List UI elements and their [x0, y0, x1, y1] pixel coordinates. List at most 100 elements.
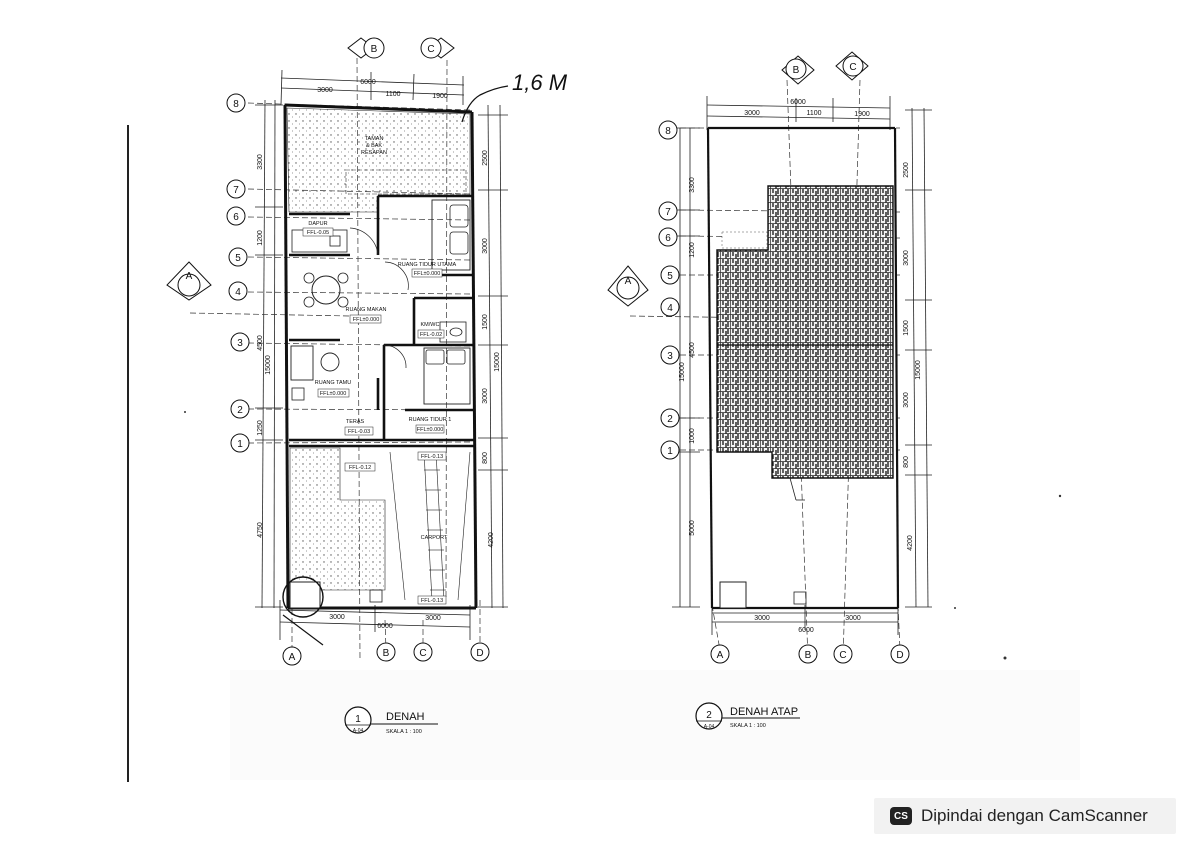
grid-label: 3 [237, 338, 243, 349]
svg-text:3000: 3000 [744, 110, 760, 117]
grid-label: 3 [667, 351, 673, 362]
svg-text:1100: 1100 [806, 110, 821, 117]
svg-text:3000: 3000 [754, 615, 770, 622]
grid-label: 8 [665, 126, 671, 137]
svg-text:15000: 15000 [494, 352, 501, 372]
grid-label: 4 [235, 287, 241, 298]
svg-text:4500: 4500 [689, 342, 696, 358]
grid-label: A [717, 650, 724, 661]
roof-plan: B C A 8 7 6 5 4 3 2 1 [607, 51, 932, 730]
room-label: RUANG TIDUR 1 [409, 417, 452, 423]
room-level: FFL-0.02 [420, 332, 442, 338]
roof-tile-area [716, 185, 894, 479]
grid-label: 5 [667, 271, 673, 282]
svg-text:6000: 6000 [377, 623, 393, 630]
room-label: RUANG TIDUR UTAMA [398, 262, 457, 268]
room-level: FFL±0.000 [353, 317, 380, 323]
plan-title-block: 2 A-04 DENAH ATAP SKALA 1 : 100 [695, 702, 800, 730]
svg-text:5000: 5000 [689, 520, 696, 536]
grid-label: 1 [237, 439, 243, 450]
grid-label: 7 [665, 207, 671, 218]
grid-label: C [849, 62, 856, 73]
svg-text:3000: 3000 [482, 388, 489, 404]
grid-label: 6 [665, 233, 671, 244]
svg-text:3300: 3300 [257, 154, 264, 170]
room-label: & BAK [366, 143, 383, 149]
grid-label: 5 [235, 253, 241, 264]
svg-text:15000: 15000 [679, 362, 686, 382]
room-level: FFL±0.000 [320, 391, 347, 397]
section-marker-b: B [347, 37, 385, 59]
grid-label: 1 [667, 446, 673, 457]
grid-label: 7 [233, 185, 239, 196]
grid-col-bubbles: A B C D [710, 644, 910, 664]
svg-text:6000: 6000 [798, 627, 814, 634]
svg-text:3000: 3000 [317, 87, 333, 94]
watermark-text: Dipindai dengan CamScanner [921, 806, 1148, 825]
plan-scale: SKALA 1 : 100 [730, 723, 766, 729]
svg-text:6000: 6000 [360, 79, 376, 86]
room-label: RESAPAN [361, 150, 387, 156]
svg-text:4200: 4200 [907, 535, 914, 551]
grid-row-bubbles: 8 7 6 5 4 3 2 1 [226, 93, 250, 453]
plan-ref: A-04 [353, 728, 364, 734]
svg-text:3000: 3000 [482, 238, 489, 254]
grid-row-bubbles: 8 7 6 5 4 3 2 1 [658, 120, 680, 460]
grid-col-bubbles: A B C D [282, 642, 490, 666]
svg-text:1200: 1200 [689, 242, 696, 258]
grid-label: 2 [237, 405, 243, 416]
room-level: FFL-0.13 [421, 454, 443, 460]
grid-label: 2 [667, 414, 673, 425]
floor-plan: 1,6 M B C A 8 7 6 5 4 [166, 37, 568, 735]
camscanner-watermark: CS Dipindai dengan CamScanner [874, 798, 1176, 834]
svg-text:2500: 2500 [482, 150, 489, 166]
grid-label: C [839, 650, 846, 661]
handwritten-note: 1,6 M [512, 70, 568, 95]
svg-text:1100: 1100 [385, 91, 400, 98]
room-label: TERAS [346, 419, 365, 425]
plan-ref: A-04 [704, 724, 715, 730]
svg-text:2500: 2500 [903, 162, 910, 178]
plan-number: 1 [355, 714, 361, 725]
room-level: FFL-0.03 [348, 429, 370, 435]
camscanner-logo-icon: CS [890, 807, 912, 825]
grid-label: B [793, 65, 800, 76]
dimension-labels: 6000 3000 1100 1900 6000 3000 3000 3300 … [257, 79, 501, 630]
svg-text:3000: 3000 [903, 392, 910, 408]
svg-text:1900: 1900 [432, 93, 448, 100]
room-level: FFL-0.12 [349, 465, 371, 471]
svg-text:1500: 1500 [903, 320, 910, 336]
room-label: RUANG TAMU [315, 380, 351, 386]
room-level: FFL-0.13 [421, 598, 443, 604]
svg-text:1200: 1200 [257, 230, 264, 246]
grid-label: A [289, 652, 296, 663]
room-label: TAMAN [365, 136, 384, 142]
plan-number: 2 [706, 710, 712, 721]
room-label: CARPORT [421, 535, 448, 541]
grid-label: C [427, 44, 434, 55]
svg-text:3000: 3000 [329, 614, 345, 621]
grid-label: D [476, 648, 483, 659]
svg-text:800: 800 [482, 452, 489, 464]
svg-text:3000: 3000 [845, 615, 861, 622]
svg-text:6000: 6000 [790, 99, 806, 106]
plan-title: DENAH [386, 711, 425, 723]
svg-text:1250: 1250 [257, 420, 264, 436]
plan-title-block: 1 A-04 DENAH SKALA 1 : 100 [344, 706, 438, 735]
room-label: RUANG MAKAN [346, 307, 387, 313]
section-marker-b: B [781, 55, 815, 85]
grid-label: B [383, 648, 390, 659]
section-marker-c: C [420, 37, 455, 59]
room-labels: TAMAN & BAK RESAPAN DAPUR FFL-0.05 RUANG… [302, 136, 457, 605]
svg-text:1900: 1900 [854, 111, 870, 118]
grid-label: C [419, 648, 426, 659]
room-level: FFL±0.000 [414, 271, 441, 277]
svg-text:800: 800 [903, 456, 910, 468]
svg-text:15000: 15000 [915, 360, 922, 380]
grid-label: B [371, 44, 378, 55]
room-level: FFL-0.05 [307, 230, 329, 236]
plan-title: DENAH ATAP [730, 706, 798, 718]
dimension-labels: 6000 3000 1100 1900 6000 3000 3000 3300 … [679, 99, 922, 634]
svg-text:3300: 3300 [689, 177, 696, 193]
